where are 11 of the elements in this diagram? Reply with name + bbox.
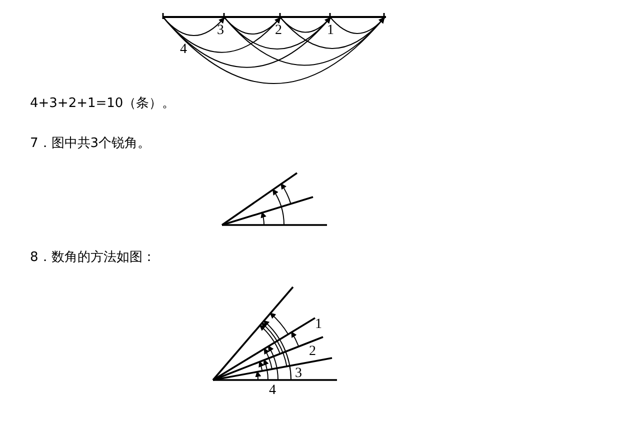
angle-number: 2	[309, 345, 316, 359]
segment-number: 2	[275, 24, 282, 38]
segment-number: 1	[327, 24, 334, 38]
question-text: 8．数角的方法如图：	[30, 250, 156, 265]
angle-number: 4	[269, 384, 276, 398]
angle-number: 1	[315, 318, 322, 332]
question-text: 7．图中共3个锐角。	[30, 136, 151, 151]
equation-text: 4+3+2+1=10（条）。	[30, 96, 176, 111]
segment-number: 3	[217, 24, 224, 38]
angle-number: 3	[295, 367, 302, 381]
segment-number: 4	[180, 43, 187, 57]
